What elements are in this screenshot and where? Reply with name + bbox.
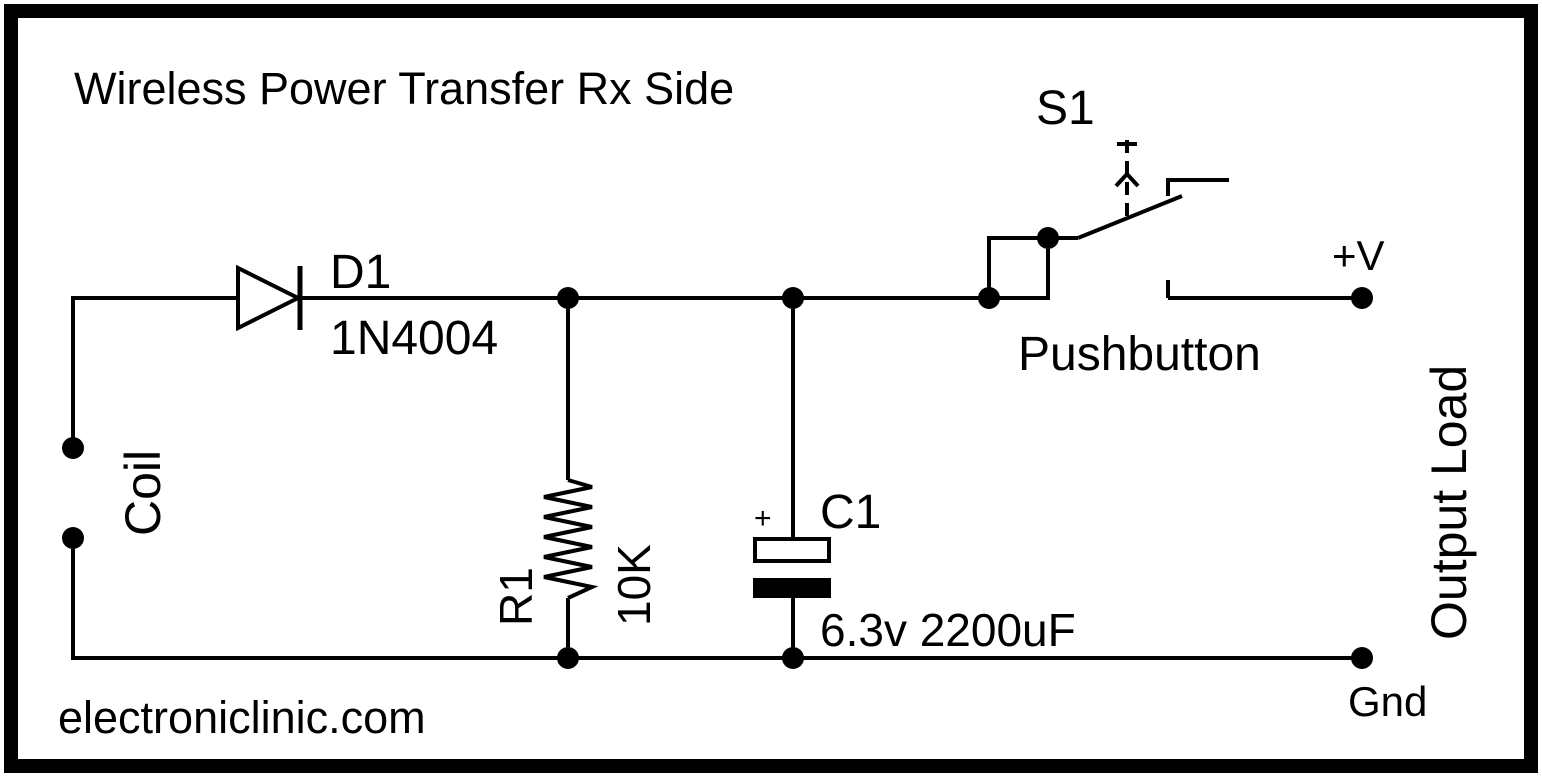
resistor-value: 10K xyxy=(608,544,660,626)
capacitor-positive-plate xyxy=(753,537,831,563)
ground-terminal xyxy=(1351,647,1373,669)
pushbutton-symbol xyxy=(1077,140,1229,240)
positive-label: +V xyxy=(1332,232,1385,279)
capacitor-negative-plate xyxy=(753,578,831,598)
diode-symbol xyxy=(236,264,303,332)
output-load-label: Output Load xyxy=(1421,365,1477,640)
diagram-title: Wireless Power Transfer Rx Side xyxy=(74,63,734,114)
switch-actuator-arrow xyxy=(1114,171,1140,188)
diagram-frame xyxy=(4,4,1538,773)
capacitor-polarity-mark: + xyxy=(754,502,772,535)
wires xyxy=(71,236,1362,660)
diode-ref: D1 xyxy=(330,246,391,299)
junction-capacitor-bottom xyxy=(782,647,804,669)
coil-top-terminal xyxy=(62,437,84,459)
coil-label: Coil xyxy=(115,450,171,536)
junctions xyxy=(62,227,1373,669)
junction-resistor-bottom xyxy=(557,647,579,669)
junction-switch-input xyxy=(978,287,1000,309)
coil-top-wire xyxy=(71,296,238,448)
website-credit: electroniclinic.com xyxy=(58,692,426,743)
coil-bottom-wire xyxy=(71,538,1362,660)
diode-value: 1N4004 xyxy=(330,312,498,365)
coil-bottom-terminal xyxy=(62,527,84,549)
switch-ref: S1 xyxy=(1036,82,1095,135)
switch-blade xyxy=(1077,194,1183,240)
switch-pivot xyxy=(1037,227,1059,249)
ground-label: Gnd xyxy=(1348,678,1427,725)
capacitor-value: 6.3v 2200uF xyxy=(820,604,1076,656)
junction-resistor-top xyxy=(557,287,579,309)
diode-anode-triangle xyxy=(236,264,303,332)
capacitor-ref: C1 xyxy=(820,486,881,539)
resistor-ref: R1 xyxy=(490,567,542,626)
resistor-zigzag xyxy=(543,478,599,600)
positive-terminal xyxy=(1351,287,1373,309)
switch-type-label: Pushbutton xyxy=(1018,328,1261,381)
junction-capacitor-top xyxy=(782,287,804,309)
switch-fixed-contact xyxy=(1166,178,1229,196)
